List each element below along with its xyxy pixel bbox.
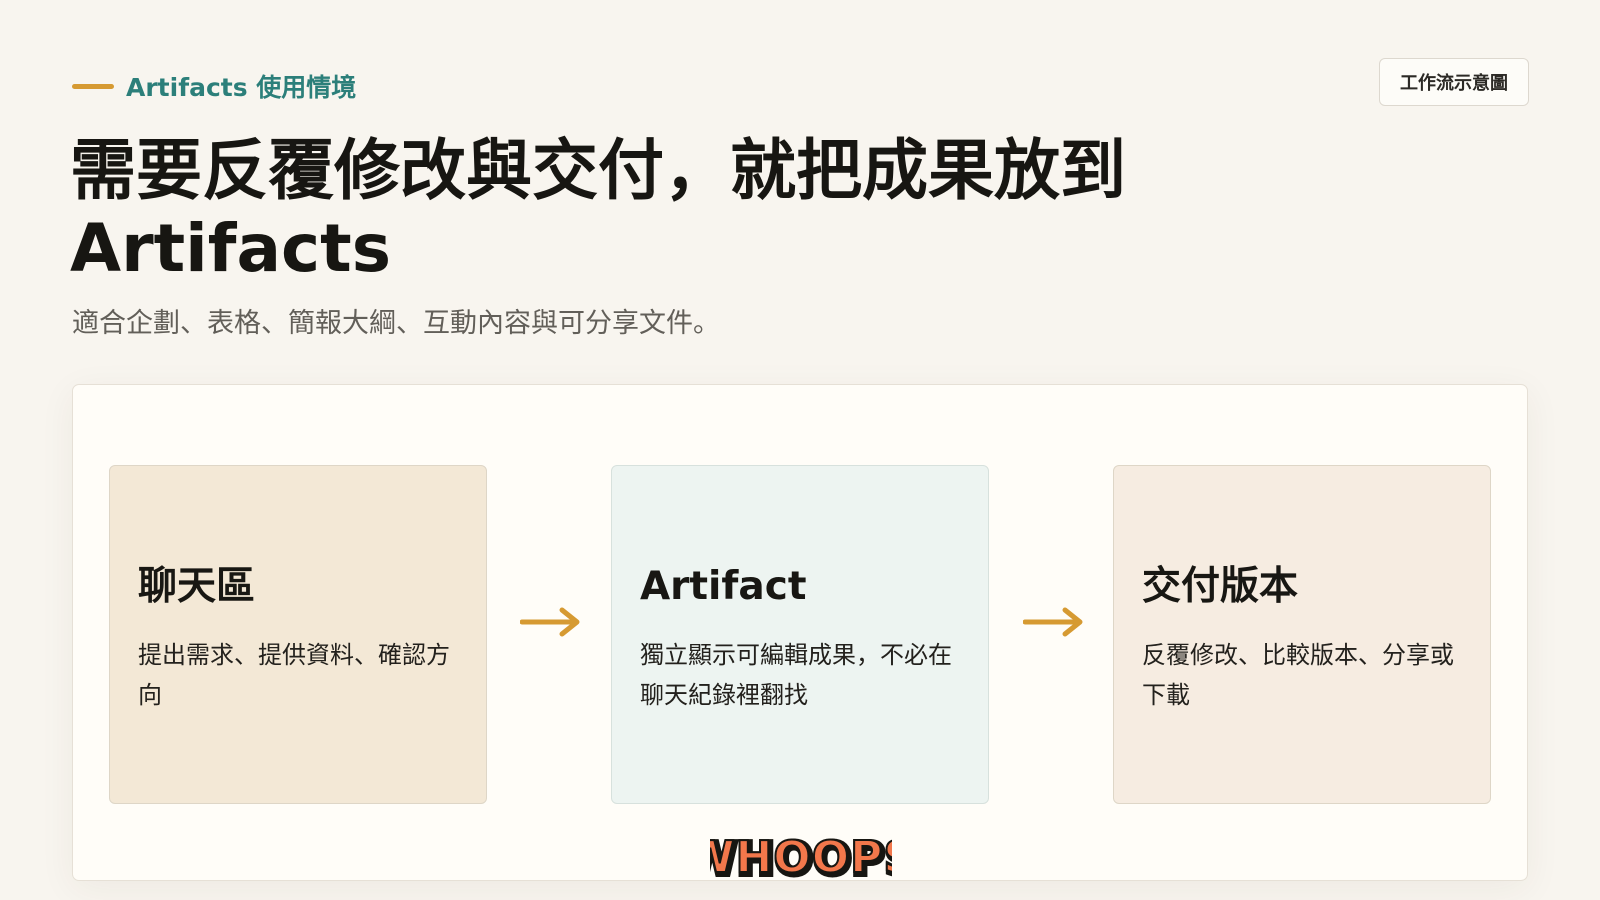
workflow-diagram-button[interactable]: 工作流示意圖 [1379, 58, 1529, 106]
workflow-card-title: 聊天區 [138, 564, 256, 609]
workflow-card-description: 提出需求、提供資料、確認方向 [138, 641, 450, 709]
workflow-card-title: 交付版本 [1142, 564, 1299, 609]
right-arrow-icon [1023, 607, 1083, 637]
page-title: 需要反覆修改與交付，就把成果放到 Artifacts [70, 132, 1126, 287]
svg-text:WHOOPS: WHOOPS [710, 832, 892, 882]
workflow-panel: 聊天區 提出需求、提供資料、確認方向 Artifact 獨立顯示可編輯成果，不必… [72, 384, 1528, 882]
workflow-card-chat: 聊天區 提出需求、提供資料、確認方向 [109, 465, 487, 804]
right-arrow-icon [520, 607, 580, 637]
workflow-card-delivery: 交付版本 反覆修改、比較版本、分享或下載 [1113, 465, 1491, 804]
eyebrow-label: Artifacts 使用情境 [126, 73, 357, 102]
workflow-card-title: Artifact [640, 564, 807, 609]
section-eyebrow: Artifacts 使用情境 [72, 68, 356, 104]
workflow-card-description: 獨立顯示可編輯成果，不必在聊天紀錄裡翻找 [640, 641, 952, 709]
workflow-card-artifact: Artifact 獨立顯示可編輯成果，不必在聊天紀錄裡翻找 [611, 465, 989, 804]
whoops-watermark-logo: WHOOPS WHOOPS [710, 831, 892, 882]
page-subtitle: 適合企劃、表格、簡報大綱、互動內容與可分享文件。 [72, 308, 720, 339]
workflow-card-description: 反覆修改、比較版本、分享或下載 [1142, 641, 1454, 709]
svg-text:WHOOPS: WHOOPS [710, 834, 892, 882]
eyebrow-accent-line [72, 83, 114, 89]
